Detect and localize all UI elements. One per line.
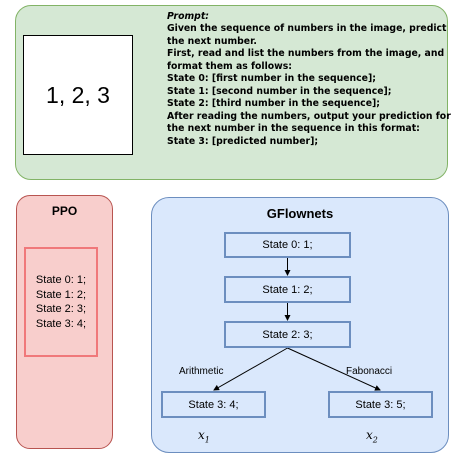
- arrow-s2-s3b: [287, 347, 381, 391]
- gfn-state-1: State 1: 2;: [224, 276, 351, 303]
- prompt-line: After reading the numbers, output your p…: [167, 110, 451, 122]
- prompt-line: First, read and list the numbers from th…: [167, 48, 445, 60]
- outcome-symbol: x: [198, 428, 205, 442]
- branch-label-fabonacci: Fabonacci: [346, 366, 393, 377]
- ppo-output-box: [24, 247, 98, 357]
- gfn-state-3-fibonacci: State 3: 5;: [328, 391, 433, 418]
- sequence-image-text: 1, 2, 3: [46, 81, 110, 108]
- branch-label-arithmetic: Arithmetic: [179, 366, 224, 377]
- prompt-line: State 0: [first number in the sequence];: [167, 73, 376, 85]
- prompt-line: State 2: [third number in the sequence];: [167, 98, 380, 110]
- ppo-output-text: State 0: 1; State 1: 2; State 2: 3; Stat…: [24, 273, 98, 331]
- prompt-line: Given the sequence of numbers in the ima…: [167, 23, 447, 35]
- arrow-s2-s3a: [213, 347, 288, 391]
- prompt-text: Prompt: Given the sequence of numbers in…: [167, 11, 451, 148]
- ppo-state-line: State 0: 1;: [35, 274, 87, 286]
- prompt-line: the next number in the sequence in this …: [167, 123, 420, 135]
- outcome-subscript: 1: [204, 435, 210, 445]
- gfn-state-3-arithmetic: State 3: 4;: [161, 391, 266, 418]
- ppo-state-line: State 3: 4;: [35, 317, 87, 330]
- outcome-symbol: x: [366, 428, 373, 442]
- prompt-line: State 3: [predicted number];: [167, 135, 319, 147]
- gfn-state-0: State 0: 1;: [224, 232, 351, 258]
- prompt-heading: Prompt:: [167, 11, 210, 22]
- gflownets-title: GFlownets: [266, 206, 334, 221]
- outcome-subscript: 2: [372, 435, 378, 445]
- ppo-state-line: State 2: 3;: [35, 303, 87, 315]
- prompt-line: format them as follows:: [167, 60, 293, 72]
- ppo-state-line: State 1: 2;: [35, 288, 87, 301]
- prompt-line: State 1: [second number in the sequence]…: [167, 85, 392, 97]
- gfn-state-2: State 2: 3;: [224, 321, 351, 348]
- ppo-title: PPO: [51, 204, 78, 218]
- outcome-label-x1: x1: [198, 428, 210, 444]
- prompt-line: the next number.: [167, 35, 257, 47]
- outcome-label-x2: x2: [366, 428, 378, 444]
- sequence-image: 1, 2, 3: [23, 35, 133, 155]
